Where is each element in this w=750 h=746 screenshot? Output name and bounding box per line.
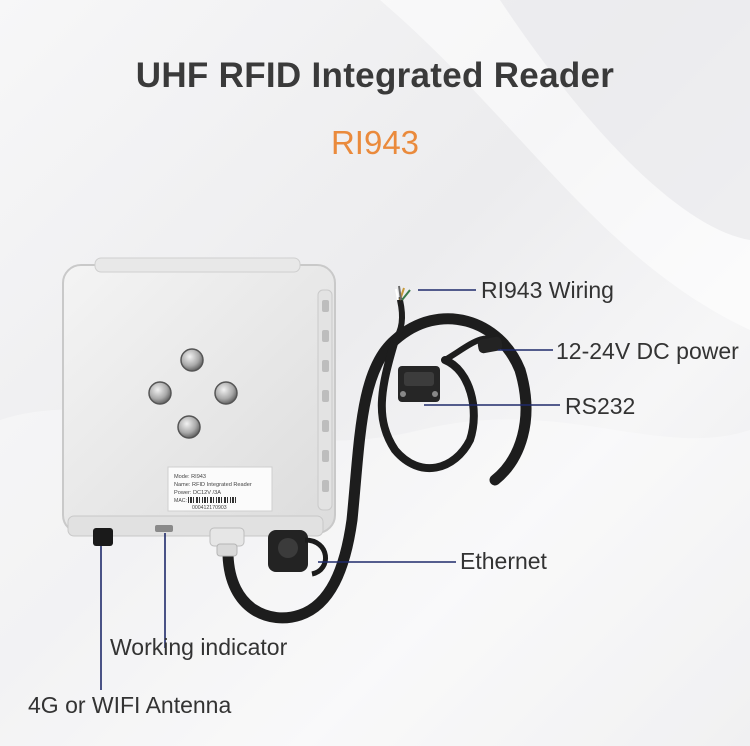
label-mac-line: MAC: <box>174 498 187 504</box>
callout-wiring: RI943 Wiring <box>481 277 614 303</box>
rs232-connector <box>398 366 440 402</box>
mount-bolt-bottom <box>177 415 201 439</box>
callout-dc-power: 12-24V DC power <box>556 338 739 364</box>
mount-bolt-top <box>180 348 204 372</box>
label-name-line: Name: RFID Integrated Reader <box>174 482 252 488</box>
label-serial: 000412170903 <box>192 505 227 511</box>
antenna-port <box>93 528 113 546</box>
device-label-sticker <box>167 466 273 512</box>
callout-antenna: 4G or WIFI Antenna <box>28 692 232 718</box>
callout-working-indicator: Working indicator <box>110 634 288 660</box>
callout-rs232: RS232 <box>565 393 636 419</box>
dc-barrel-connector <box>477 336 503 354</box>
label-model-line: Mode: RI943 <box>174 474 206 480</box>
page-title: UHF RFID Integrated Reader <box>135 56 615 95</box>
wiring-ends <box>395 285 411 301</box>
model-subtitle: RI943 <box>330 124 420 161</box>
callout-ethernet: Ethernet <box>460 548 547 574</box>
cable-gland <box>209 527 245 557</box>
working-indicator-led <box>155 525 173 532</box>
rfid-reader-device: Mode: RI943 Name: RFID Integrated Reader… <box>62 257 336 577</box>
label-power-line: Power: DC12V /3A <box>174 490 221 496</box>
ethernet-port <box>268 530 329 577</box>
mount-bolt-left <box>148 381 172 405</box>
mount-bolt-right <box>214 381 238 405</box>
main-cable <box>222 297 532 624</box>
barcode <box>188 497 236 503</box>
callout-lines <box>100 289 560 690</box>
